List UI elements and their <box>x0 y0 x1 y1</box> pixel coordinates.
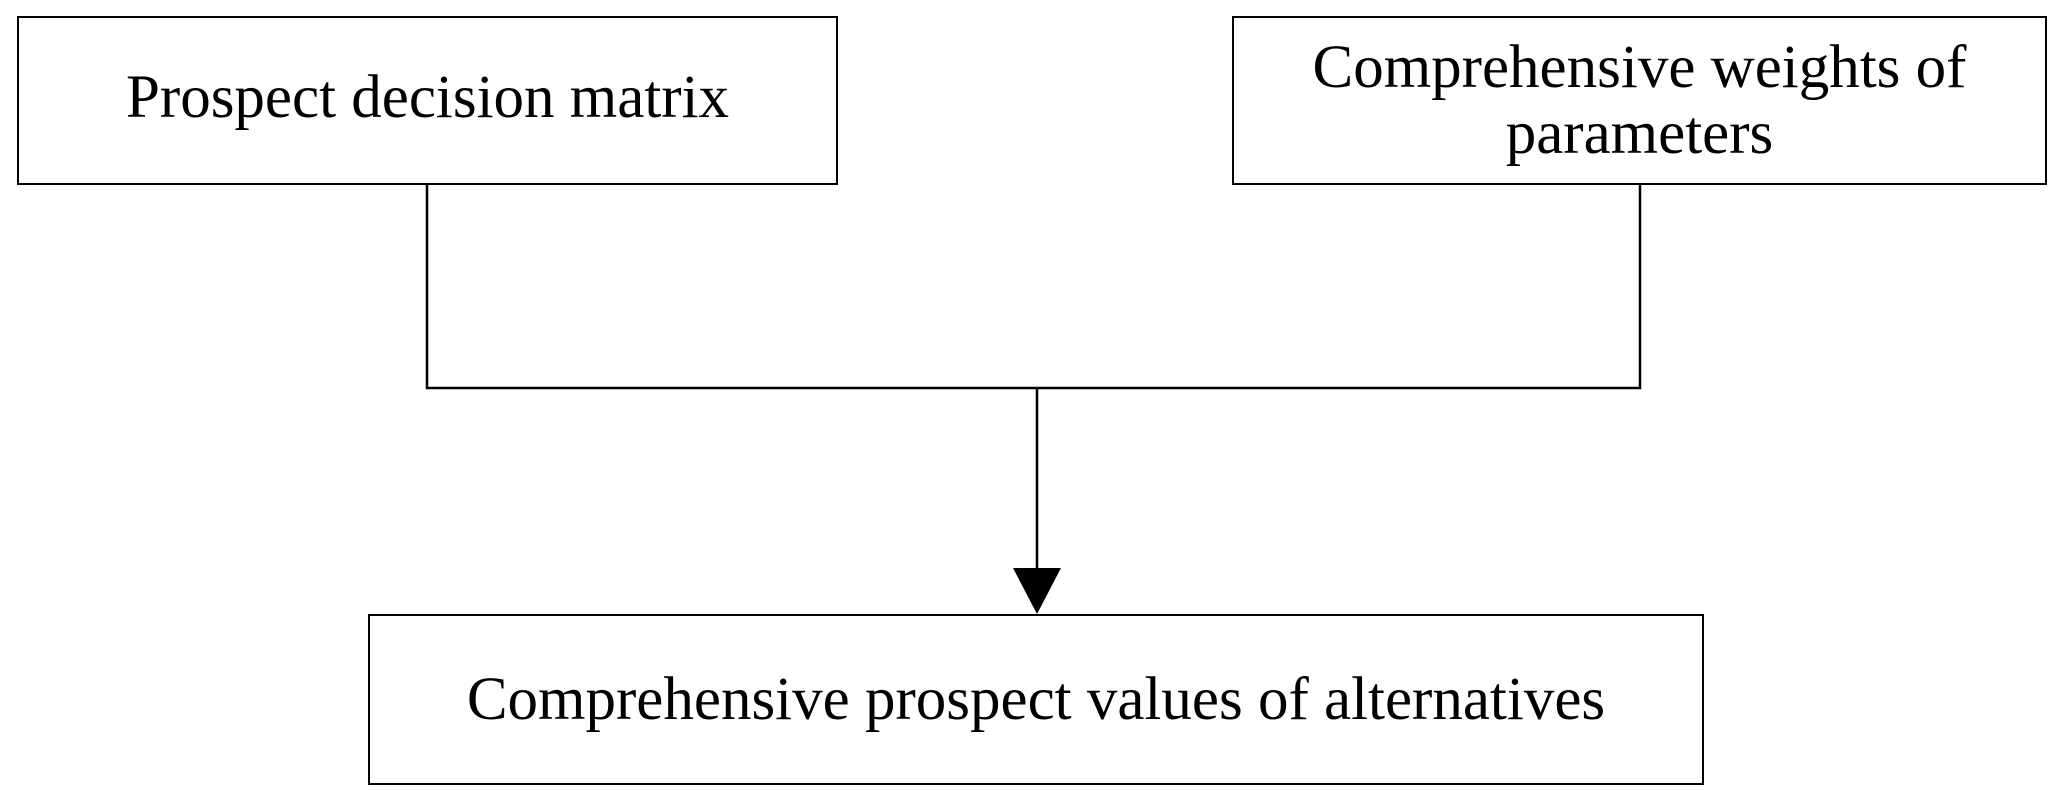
node-prospect-decision-matrix: Prospect decision matrix <box>17 16 838 185</box>
node-label-comprehensive-prospect-values: Comprehensive prospect values of alterna… <box>466 665 1606 733</box>
node-label-comprehensive-weights: Comprehensive weights of parameters <box>1312 33 1967 167</box>
node-comprehensive-weights: Comprehensive weights of parameters <box>1232 16 2047 185</box>
connector-from-comprehensive-weights <box>1037 185 1642 390</box>
connector-from-prospect-matrix <box>425 185 1037 390</box>
node-comprehensive-prospect-values: Comprehensive prospect values of alterna… <box>368 614 1704 785</box>
arrowhead-down-icon <box>1013 568 1061 614</box>
node-label-prospect-decision-matrix: Prospect decision matrix <box>125 63 730 131</box>
